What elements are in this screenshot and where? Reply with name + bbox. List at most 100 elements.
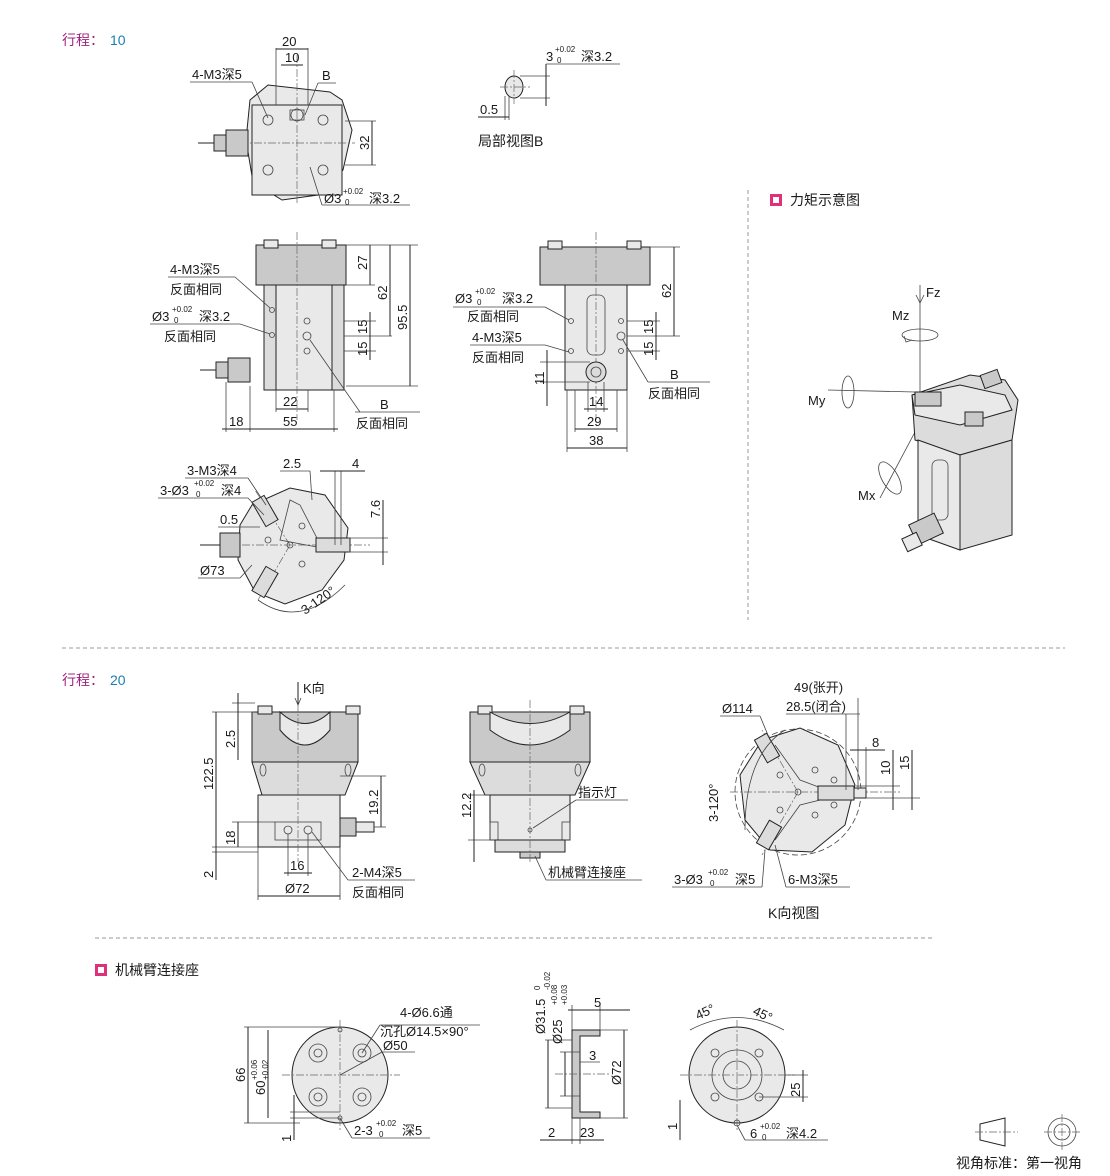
stroke20-side-view: 12.2 指示灯 机械臂连接座	[459, 700, 642, 881]
detail-b-tol-up: +0.02	[555, 45, 576, 54]
stroke10-bottom-pin-tol-low: 0	[196, 490, 201, 499]
arm-seat-d60-tol-up: +0.06	[250, 1059, 259, 1080]
stroke10-bottom-d05: 0.5	[220, 512, 238, 527]
stroke10-front-reverse2: 反面相同	[164, 329, 216, 344]
moment-fz: Fz	[926, 285, 940, 300]
stroke10-front-pin-tol-up: +0.02	[172, 305, 193, 314]
stroke10-side-b: B	[670, 367, 679, 382]
stroke10-front-view: 27 62 95.5 15 15 4-M3深5 反面相同 Ø3 +0.02 0 …	[150, 232, 420, 432]
stroke20-kview-title: K向视图	[768, 905, 819, 921]
stroke10-front-b: B	[380, 397, 389, 412]
stroke20-kview-closed: 28.5(闭合)	[786, 699, 846, 714]
stroke10-side-pin-tol-up: +0.02	[475, 287, 496, 296]
arm-seat-back-pin-tol-up: +0.02	[760, 1122, 781, 1131]
stroke10-side-view: 62 15 15 Ø3 +0.02 0 深3.2 反面相同 4-M3深5 反面相…	[453, 232, 710, 452]
stroke10-front-reverse3: 反面相同	[356, 416, 408, 431]
arm-seat-holes: 4-Ø6.6通	[400, 1005, 453, 1020]
stroke20-front-m4: 2-M4深5	[352, 865, 402, 880]
arm-seat-pin-tol-low: 0	[379, 1130, 384, 1139]
arm-seat-pin-depth: 深5	[402, 1123, 422, 1138]
stroke20-front-k-dir: K向	[303, 681, 325, 696]
stroke20-kview-pin-tol-up: +0.02	[708, 868, 729, 877]
stroke10-top-pin: Ø3	[324, 191, 341, 206]
stroke10-side-d62: 62	[659, 284, 674, 298]
stroke20-kview-open: 49(张开)	[794, 680, 843, 695]
stroke10-bottom-pin-tol-up: +0.02	[194, 479, 215, 488]
stroke10-front-d955: 95.5	[395, 305, 410, 330]
stroke10-top-d10: 10	[285, 50, 299, 65]
arm-seat-pin: 2-3	[354, 1123, 373, 1138]
moment-mz: Mz	[892, 308, 909, 323]
arm-seat-section-d23: 23	[580, 1125, 594, 1140]
arm-seat-counterbore: 沉孔Ø14.5×90°	[380, 1024, 469, 1039]
arm-seat-section-d5: 5	[594, 995, 601, 1010]
stroke10-front-m3: 4-M3深5	[170, 262, 220, 277]
stroke10-side-pin-depth: 深3.2	[502, 291, 533, 306]
arm-seat-d50: Ø50	[383, 1038, 408, 1053]
arm-seat-d60-tol-low: +0.02	[261, 1059, 270, 1080]
moment-diagram: 力矩示意图 Fz Mz My Mx	[770, 192, 1019, 553]
stroke10-front-d62: 62	[375, 286, 390, 300]
stroke20-front-d72: Ø72	[285, 881, 310, 896]
arm-seat-d1: 1	[279, 1135, 294, 1142]
stroke10-header-label: 行程：	[62, 32, 104, 48]
stroke10-top-pin-depth: 深3.2	[369, 191, 400, 206]
stroke10-bottom-pin: 3-Ø3	[160, 483, 189, 498]
arm-seat-section-view: Ø31.5 0 -0.02 Ø25 +0.08 +0.03 5 3 Ø72 2 …	[533, 971, 630, 1144]
moment-my: My	[808, 393, 826, 408]
stroke10-side-reverse2: 反面相同	[472, 350, 524, 365]
stroke20-front-view: K向 2.5 122.5 18 2 19.2 16 Ø72 2-M4深5 反面相…	[201, 681, 415, 900]
stroke10-side-m3: 4-M3深5	[472, 330, 522, 345]
arm-seat-back-pin-tol-low: 0	[762, 1133, 767, 1142]
arm-seat-back-pin-depth: 深4.2	[786, 1126, 817, 1141]
detail-b-tol-low: 0	[557, 56, 562, 65]
moment-mx: Mx	[858, 488, 876, 503]
stroke10-front-d18: 18	[229, 414, 243, 429]
arm-seat-back-d1: 1	[665, 1123, 680, 1130]
stroke10-top-pin-tol-up: +0.02	[343, 187, 364, 196]
stroke10-front-d27: 27	[355, 256, 370, 270]
stroke10-bottom-pin-depth: 深4	[221, 483, 241, 498]
arm-seat-d315-tol-up: 0	[533, 985, 542, 990]
stroke10-top-d20: 20	[282, 34, 296, 49]
arm-seat-back-d25: 25	[788, 1083, 803, 1097]
stroke20-kview-m3: 6-M3深5	[788, 872, 838, 887]
arm-seat-d25-tol-up: +0.08	[550, 984, 559, 1005]
stroke10-bottom-d4: 4	[352, 456, 359, 471]
arm-seat-front-view: 4-Ø6.6通 沉孔Ø14.5×90° Ø50 66 60 +0.06 +0.0…	[233, 1005, 480, 1142]
stroke20-front-d16: 16	[290, 858, 304, 873]
stroke10-side-reverse3: 反面相同	[648, 386, 700, 401]
stroke20-k-view: 3-120° 49(张开) 28.5(闭合) Ø114 8 10 15 3-Ø3…	[672, 680, 920, 921]
moment-title: 力矩示意图	[790, 192, 860, 208]
stroke20-kview-pin: 3-Ø3	[674, 872, 703, 887]
stroke10-front-d55: 55	[283, 414, 297, 429]
stroke20-front-d18: 18	[223, 831, 238, 845]
stroke20-kview-d8: 8	[872, 735, 879, 750]
stroke10-side-d14: 14	[589, 394, 603, 409]
stroke10-side-d29: 29	[587, 414, 601, 429]
detail-b-depth: 深3.2	[581, 49, 612, 64]
stroke10-front-reverse1: 反面相同	[170, 282, 222, 297]
stroke20-side-d122: 12.2	[459, 793, 474, 818]
stroke20-kview-d15: 15	[897, 756, 912, 770]
detail-b-d05: 0.5	[480, 102, 498, 117]
stroke10-front-d15a: 15	[355, 320, 370, 334]
stroke20-kview-pin-tol-low: 0	[710, 879, 715, 888]
stroke10-side-d38: 38	[589, 433, 603, 448]
stroke10-top-b: B	[322, 68, 331, 83]
stroke20-kview-angle: 3-120°	[706, 784, 721, 822]
stroke20-kview-d10: 10	[878, 761, 893, 775]
detail-b-title: 局部视图B	[478, 133, 543, 149]
stroke10-top-view: 20 10 4-M3深5 B 32 Ø3 +0.02 0 深3.2	[190, 34, 410, 207]
stroke10-side-d15b: 15	[641, 342, 656, 356]
stroke10-top-hole-m3: 4-M3深5	[192, 67, 242, 82]
stroke10-top-d32: 32	[357, 136, 372, 150]
arm-seat-d66: 66	[233, 1068, 248, 1082]
stroke20-front-reverse: 反面相同	[352, 885, 404, 900]
stroke20-header-label: 行程：	[62, 672, 104, 688]
arm-seat-title: 机械臂连接座	[115, 962, 199, 978]
stroke10-side-pin: Ø3	[455, 291, 472, 306]
stroke20-front-d2: 2	[201, 871, 216, 878]
arm-seat-d60: 60	[253, 1081, 268, 1095]
arm-seat-back-a45b: 45°	[751, 1003, 775, 1025]
